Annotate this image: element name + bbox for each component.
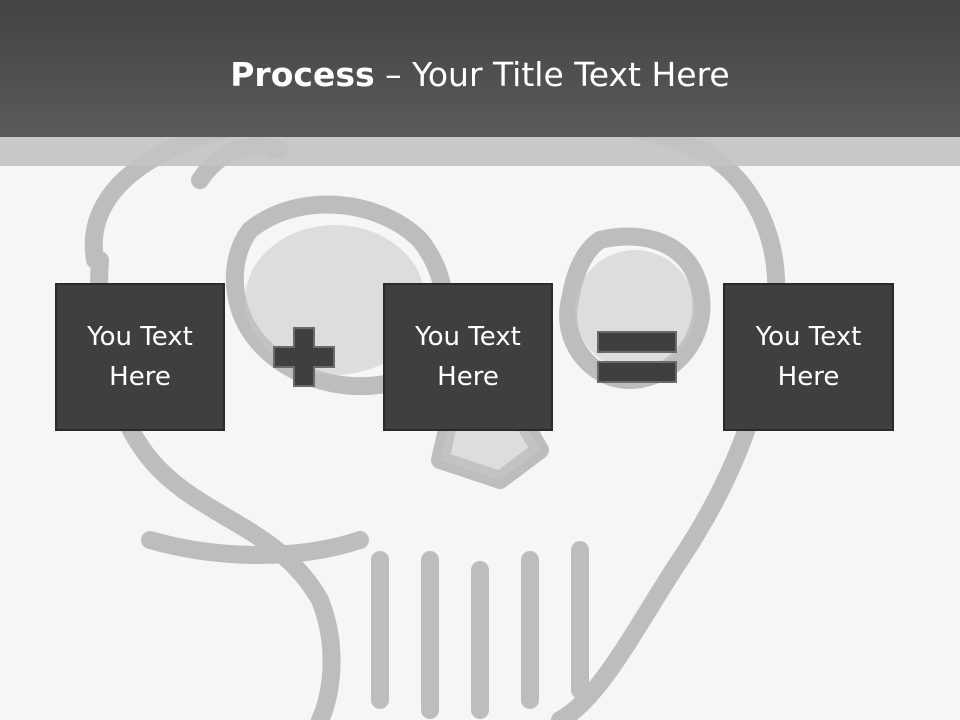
process-box-2-text: You Text Here [415,322,521,392]
process-box-1-text: You Text Here [87,322,193,392]
slide-title: Process – Your Title Text Here [0,50,960,100]
process-box-3-text: You Text Here [755,322,862,392]
header-bar [0,0,960,137]
process-box-3: You Text Here [723,283,894,431]
plus-icon [273,327,335,387]
process-box-1: You Text Here [55,283,225,431]
process-box-2: You Text Here [383,283,553,431]
title-rest: – Your Title Text Here [374,55,730,94]
equals-icon [597,331,677,383]
header-band [0,137,960,166]
title-bold: Process [230,55,375,94]
